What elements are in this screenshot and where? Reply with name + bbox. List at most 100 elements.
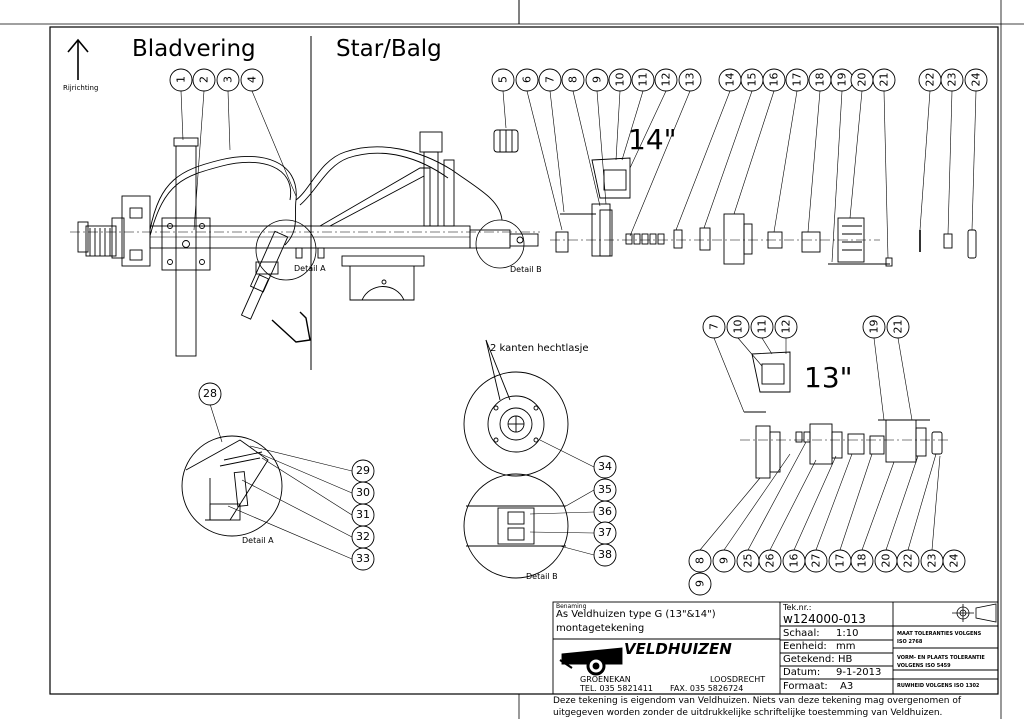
balloon-circle <box>654 68 678 92</box>
balloon-layer <box>169 68 988 596</box>
balloon-number: 12 <box>659 72 673 87</box>
teknr-label: Tek.nr.: <box>783 603 812 612</box>
size-label-13: 13" <box>804 361 853 394</box>
city-right: LOOSDRECHT <box>710 675 766 684</box>
balloon-number: 15 <box>745 72 759 87</box>
drawing-title: As Veldhuizen type G (13"&14") <box>556 609 716 620</box>
balloon-circle <box>688 572 712 596</box>
balloon-circle <box>886 315 910 339</box>
balloon-circle <box>593 543 617 567</box>
balloon-number: 21 <box>891 319 905 334</box>
section-title-leaf-spring: Bladvering <box>132 36 256 62</box>
balloon-number: 10 <box>731 319 745 334</box>
exploded-parts-13 <box>740 351 950 479</box>
balloon-number: 9 <box>590 76 604 83</box>
balloon-number: 7 <box>707 323 721 330</box>
balloon-circle <box>561 68 585 92</box>
balloon-number: 17 <box>790 72 804 87</box>
balloon-circle <box>192 68 216 92</box>
balloon-number: 3 <box>221 76 235 83</box>
balloon-number: 35 <box>598 483 612 496</box>
balloon-number: 9 <box>717 557 731 564</box>
balloon-circle <box>515 68 539 92</box>
balloon-number: 11 <box>755 319 769 334</box>
balloon-circle <box>240 68 264 92</box>
balloon-number: 4 <box>245 76 259 83</box>
balloon-number: 2 <box>197 76 211 83</box>
balloon-number: 11 <box>636 72 650 87</box>
balloon-number: 6 <box>520 76 534 83</box>
balloon-circle <box>585 68 609 92</box>
balloon-number: 14 <box>723 72 737 87</box>
exploded-parts-14 <box>493 129 977 267</box>
balloon-number: 33 <box>356 552 370 565</box>
balloon-circle <box>872 68 896 92</box>
balloon-number: 31 <box>356 508 370 521</box>
formaat-label: Formaat: <box>783 681 828 692</box>
balloon-number: 22 <box>901 553 915 568</box>
balloon-number: 30 <box>356 486 370 499</box>
tolerance-dim-line1: MAAT TOLERANTIES VOLGENS <box>897 631 982 637</box>
balloon-circle <box>608 68 632 92</box>
balloon-circle <box>758 549 782 573</box>
formaat-value: A3 <box>840 681 854 692</box>
drawing-frame <box>49 26 999 695</box>
tolerance-form-line2: VOLGENS ISO 5459 <box>897 663 951 669</box>
balloon-circle <box>850 549 874 573</box>
ownership-notice-line2: uitgegeven worden zonder de uitdrukkelij… <box>553 708 943 718</box>
balloon-number: 18 <box>855 553 869 568</box>
balloon-circle <box>964 68 988 92</box>
detail-a-caption: Detail A <box>242 536 274 545</box>
balloon-number: 34 <box>598 460 612 473</box>
phone-number: TEL. 035 5821411 <box>580 684 653 693</box>
balloon-circle <box>593 455 617 479</box>
balloon-circle <box>862 315 886 339</box>
eenheid-label: Eenheid: <box>783 641 827 652</box>
balloon-circle <box>750 315 774 339</box>
datum-label: Datum: <box>783 667 821 678</box>
schaal-label: Schaal: <box>783 628 820 639</box>
balloon-number: 8 <box>693 557 707 564</box>
balloon-number: 7 <box>543 76 557 83</box>
balloon-number: 8 <box>566 76 580 83</box>
balloon-number: 9 <box>693 580 707 587</box>
balloon-number: 23 <box>925 553 939 568</box>
balloon-circle <box>688 549 712 573</box>
detail-b-drawing <box>463 339 569 579</box>
balloon-circle <box>762 68 786 92</box>
balloon-circle <box>804 549 828 573</box>
balloon-number: 24 <box>947 553 961 568</box>
roughness-note: RUWHEID VOLGENS ISO 1302 <box>897 683 980 689</box>
fax-number: FAX. 035 5826724 <box>670 684 744 693</box>
title-block <box>552 601 999 695</box>
balloon-number: 10 <box>613 72 627 87</box>
balloon-number: 1 <box>174 76 188 83</box>
balloon-circle <box>940 68 964 92</box>
veldhuizen-logo-icon <box>559 647 623 676</box>
balloon-number: 20 <box>879 553 893 568</box>
detail-a-ref-label: Detail A <box>294 264 326 273</box>
balloon-circle <box>491 68 515 92</box>
balloon-number: 19 <box>867 319 881 334</box>
getekend-value: HB <box>838 654 853 665</box>
balloon-number: 26 <box>763 553 777 568</box>
balloon-circle <box>785 68 809 92</box>
balloon-circle <box>631 68 655 92</box>
drawing-subtitle: montagetekening <box>556 623 645 634</box>
detail-b-ref-label: Detail B <box>510 265 542 274</box>
balloon-number: 25 <box>741 553 755 568</box>
balloon-circle <box>726 315 750 339</box>
balloon-circle <box>351 547 375 571</box>
tolerance-form-line1: VORM- EN PLAATS TOLERANTIE <box>897 655 985 661</box>
balloon-circle <box>678 68 702 92</box>
balloon-circle <box>702 315 726 339</box>
balloon-number: 24 <box>969 72 983 87</box>
balloon-number: 29 <box>356 464 370 477</box>
balloon-circle <box>896 549 920 573</box>
balloon-number: 22 <box>923 72 937 87</box>
balloon-number: 16 <box>787 553 801 568</box>
city-left: GROENEKAN <box>580 675 631 684</box>
detail-a-drawing <box>181 435 283 537</box>
drawing-number: w124000-013 <box>783 612 866 626</box>
